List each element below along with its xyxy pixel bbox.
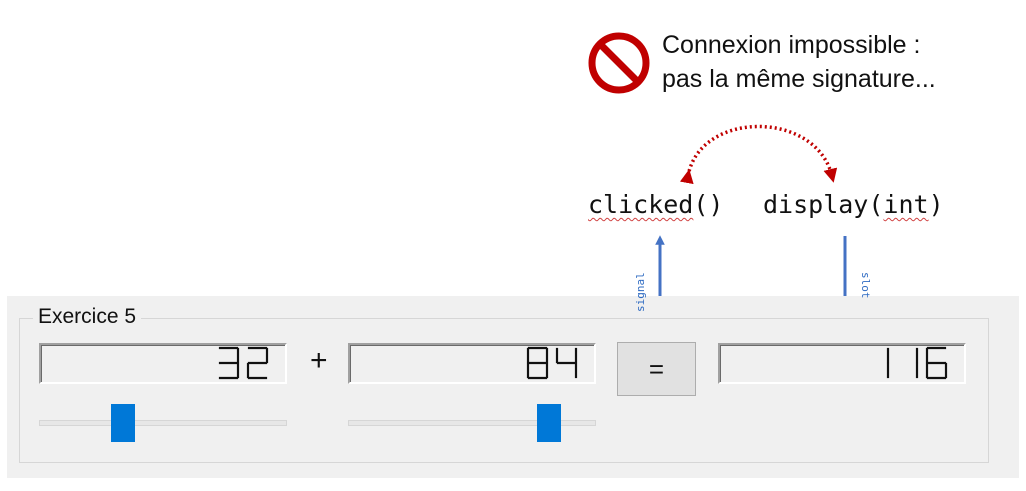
signal-signature: clicked() — [588, 190, 723, 219]
equals-button[interactable]: = — [617, 342, 696, 396]
slider-left-track[interactable] — [39, 420, 287, 426]
slot-signature: display(int) — [763, 190, 944, 219]
slot-label: slot — [859, 272, 872, 299]
plus-sign: + — [310, 344, 328, 377]
lcd-result-svg — [886, 346, 948, 380]
forbidden-icon — [588, 32, 650, 94]
lcd-right-digit — [526, 346, 549, 380]
slider-right-track[interactable] — [348, 420, 596, 426]
lcd-right-digit — [555, 347, 578, 379]
annotation-text: Connexion impossible : pas la même signa… — [662, 28, 936, 96]
slot-name: display — [763, 190, 869, 219]
lcd-left-digit — [218, 346, 240, 380]
lcd-result-digits — [865, 345, 964, 382]
slot-open-paren: ( — [868, 190, 884, 219]
signal-label: signal — [634, 272, 647, 312]
incompatible-arc — [679, 124, 838, 185]
slider-left[interactable] — [39, 404, 287, 442]
groupbox-exercice — [19, 318, 989, 463]
lcd-right-operand — [348, 343, 596, 384]
slider-right-thumb[interactable] — [536, 404, 561, 442]
slider-left-thumb[interactable] — [111, 404, 136, 442]
lcd-result-digit — [925, 346, 948, 380]
lcd-left-digit — [246, 346, 269, 380]
lcd-right-svg — [526, 346, 578, 380]
lcd-left-svg — [218, 346, 269, 380]
annotation-line-2: pas la même signature... — [662, 65, 936, 93]
slider-right[interactable] — [348, 404, 596, 442]
lcd-left-operand — [39, 343, 287, 384]
slot-close-paren: ) — [928, 190, 944, 219]
annotation-line-1: Connexion impossible : — [662, 31, 921, 59]
signal-args: () — [693, 190, 724, 219]
dialog-panel — [7, 296, 1019, 478]
lcd-left-digits — [215, 345, 285, 382]
lcd-right-digits — [524, 345, 594, 382]
signal-name: clicked — [588, 190, 694, 219]
group-title: Exercice 5 — [33, 305, 142, 329]
slot-type: int — [883, 190, 929, 219]
lcd-result — [718, 343, 966, 384]
